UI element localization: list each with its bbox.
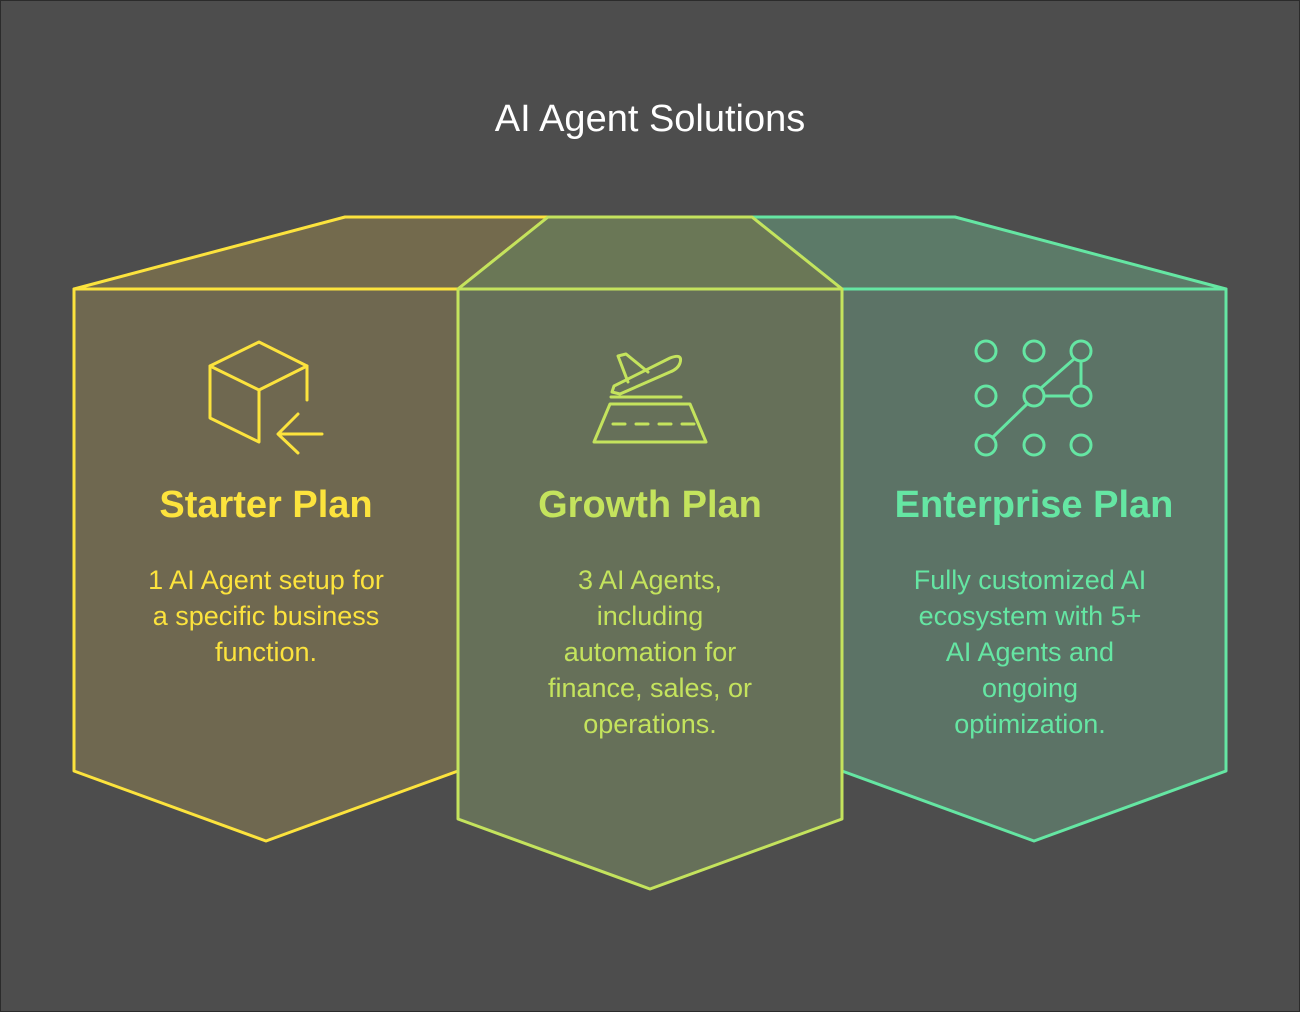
- description-line: automation for: [563, 637, 737, 667]
- diagram-title: AI Agent Solutions: [494, 98, 806, 140]
- description-line: function.: [214, 637, 318, 667]
- description-line: operations.: [583, 709, 717, 739]
- growth-plan-description: 3 AI Agents, including automation for fi…: [458, 562, 842, 742]
- starter-plan-title: Starter Plan: [159, 484, 373, 526]
- description-line: 1 AI Agent setup for: [148, 565, 384, 595]
- description-line: optimization.: [954, 709, 1106, 739]
- starter-front-face: [72, 287, 460, 843]
- description-line: including: [596, 601, 704, 631]
- description-line: Fully customized AI: [913, 565, 1147, 595]
- description-line: 3 AI Agents,: [577, 565, 723, 595]
- growth-front-face: [456, 287, 844, 891]
- description-line: AI Agents and: [945, 637, 1115, 667]
- enterprise-plan-description: Fully customized AI ecosystem with 5+ AI…: [842, 562, 1218, 742]
- description-line: a specific business: [152, 601, 380, 631]
- enterprise-block: [750, 215, 1228, 843]
- cube-arrow-icon: [208, 340, 324, 455]
- description-line: ecosystem with 5+: [918, 601, 1142, 631]
- description-line: ongoing: [981, 673, 1079, 703]
- network-nodes-icon: [974, 339, 1093, 457]
- growth-block: [456, 215, 844, 891]
- plane-runway-icon: [592, 352, 708, 444]
- starter-plan-description: 1 AI Agent setup for a specific business…: [74, 562, 458, 670]
- description-line: finance, sales, or: [547, 673, 753, 703]
- enterprise-plan-title: Enterprise Plan: [894, 484, 1174, 526]
- growth-plan-title: Growth Plan: [538, 484, 762, 526]
